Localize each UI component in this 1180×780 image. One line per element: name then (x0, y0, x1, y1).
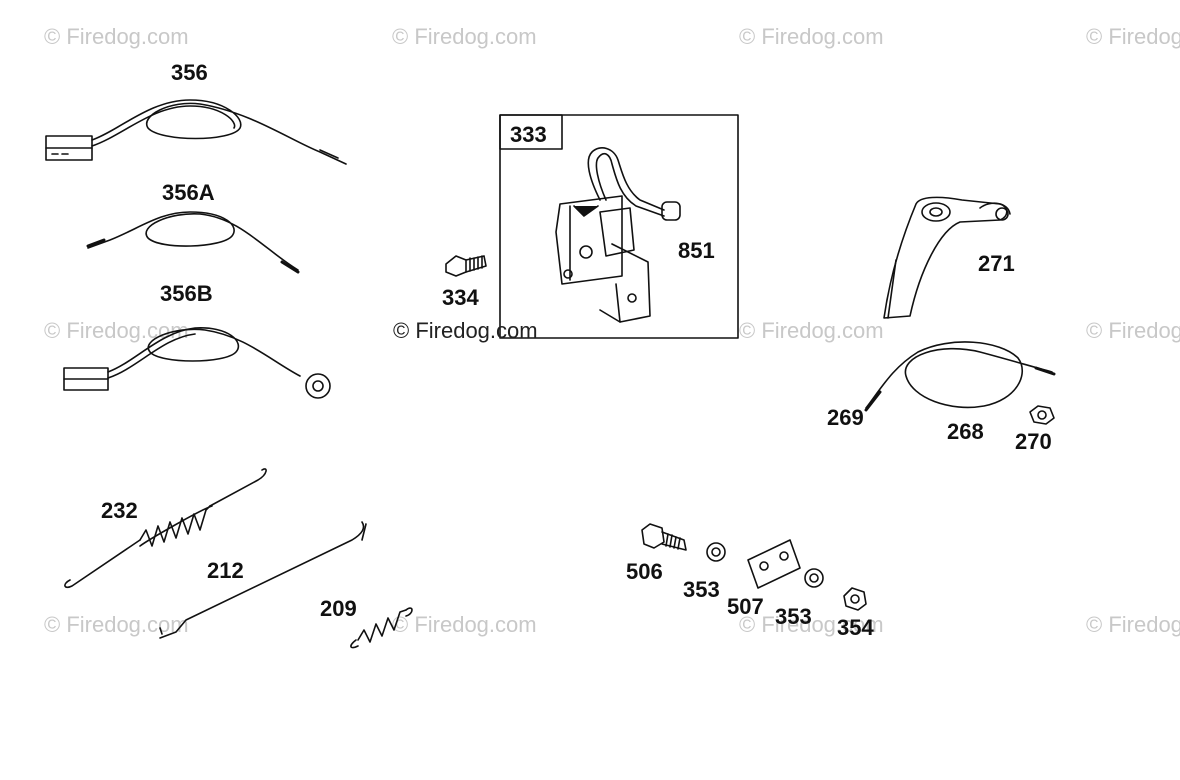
part-label-268[interactable]: 268 (947, 419, 984, 444)
kit-box-label: 333 (510, 122, 547, 147)
part-label-271[interactable]: 271 (978, 251, 1015, 276)
watermark: © Firedog.com (392, 612, 537, 637)
kit-box-label-frame (499, 114, 563, 150)
part-268-wire[interactable] (864, 341, 1056, 412)
watermark: © Firedog.com (739, 318, 884, 343)
part-label-356a[interactable]: 356A (162, 180, 215, 205)
part-label-507[interactable]: 507 (727, 594, 764, 619)
part-209-spring[interactable] (350, 607, 413, 649)
kit-box-333 (499, 114, 739, 339)
part-label-270[interactable]: 270 (1015, 429, 1052, 454)
part-353-washer[interactable] (804, 568, 824, 588)
part-356-wire-harness[interactable] (45, 99, 347, 165)
part-506-screw[interactable] (641, 523, 687, 551)
copyright-text: © Firedog.com (393, 318, 538, 343)
part-270-nut[interactable] (1029, 405, 1055, 425)
part-label-356b[interactable]: 356B (160, 281, 213, 306)
watermark: © Firedog.com (392, 24, 537, 49)
watermark: © Firedog.com (1086, 612, 1180, 637)
part-label-353[interactable]: 353 (775, 604, 812, 629)
part-356b-wire[interactable] (63, 327, 331, 399)
part-232-spring[interactable] (64, 468, 267, 589)
part-353-washer[interactable] (706, 542, 726, 562)
part-354-nut[interactable] (843, 587, 867, 611)
part-label-232[interactable]: 232 (101, 498, 138, 523)
watermark: © Firedog.com (44, 24, 189, 49)
part-label-269[interactable]: 269 (827, 405, 864, 430)
part-label-212[interactable]: 212 (207, 558, 244, 583)
part-271-bracket[interactable] (883, 196, 1011, 319)
part-507-plate[interactable] (747, 539, 801, 589)
part-356a-wire[interactable] (86, 211, 300, 274)
part-label-209[interactable]: 209 (320, 596, 357, 621)
watermark: © Firedog.com (739, 24, 884, 49)
watermark: © Firedog.com (1086, 24, 1180, 49)
part-label-506[interactable]: 506 (626, 559, 663, 584)
part-label-851[interactable]: 851 (678, 238, 715, 263)
watermark: © Firedog.com (44, 612, 189, 637)
part-label-354[interactable]: 354 (837, 615, 874, 640)
part-212-link[interactable] (159, 521, 367, 639)
part-label-334[interactable]: 334 (442, 285, 479, 310)
part-334-screw[interactable] (445, 255, 487, 277)
watermark: © Firedog.com (1086, 318, 1180, 343)
part-label-356[interactable]: 356 (171, 60, 208, 85)
part-333-ignition-armature[interactable] (555, 147, 681, 323)
watermark: © Firedog.com (739, 612, 884, 637)
part-label-353[interactable]: 353 (683, 577, 720, 602)
